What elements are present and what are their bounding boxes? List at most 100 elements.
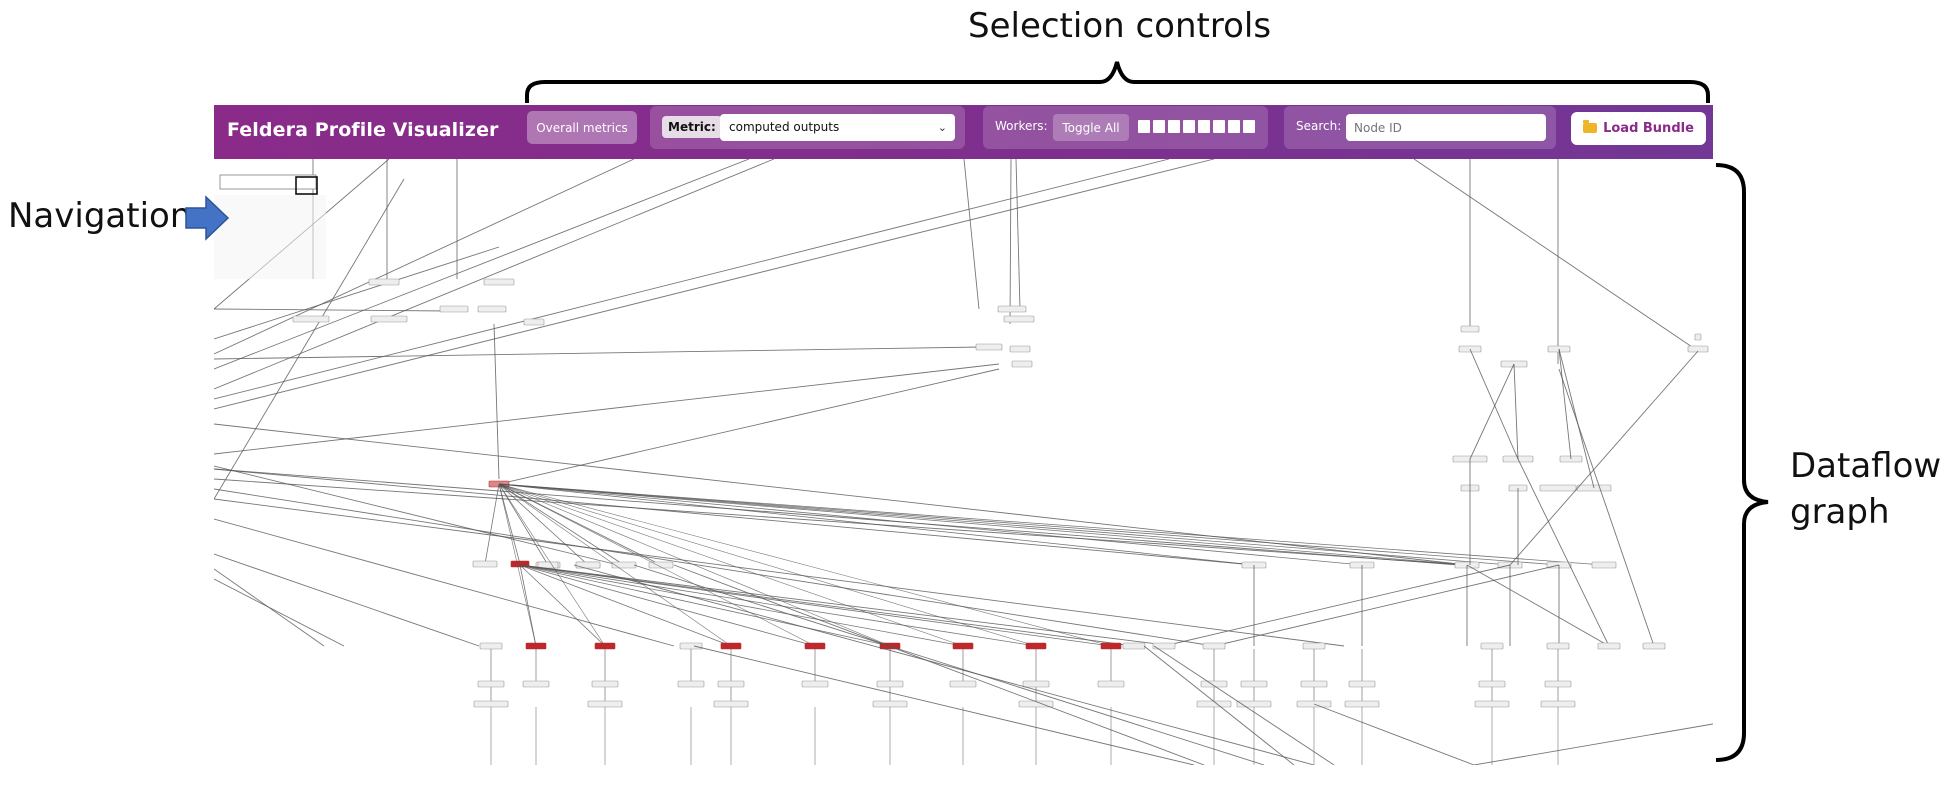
graph-node[interactable] [472,560,498,568]
graph-node[interactable] [537,561,559,569]
worker-checkbox[interactable] [1213,120,1225,133]
graph-node[interactable] [370,315,408,323]
worker-checkbox[interactable] [1153,120,1165,133]
graph-edge [1163,564,1511,647]
graph-node[interactable] [292,315,330,323]
graph-node[interactable] [522,680,550,688]
graph-edge [498,483,549,566]
graph-node[interactable] [1100,642,1122,650]
graph-edge [214,498,1345,647]
workers-group: Workers: Toggle All [983,106,1268,149]
metric-select[interactable]: computed outputs ⌄ [720,114,955,141]
graph-node[interactable] [1642,642,1666,650]
minimap-frame [219,174,317,190]
graph-node[interactable] [713,700,749,708]
graph-edge [498,483,1605,566]
graph-node[interactable] [1474,700,1510,708]
graph-edge [573,564,1315,765]
graph-edge [214,308,450,312]
graph-node[interactable] [872,700,908,708]
graph-edge [633,564,1265,765]
graph-node[interactable] [679,642,703,650]
graph-node[interactable] [1478,680,1506,688]
graph-node[interactable] [477,305,507,313]
worker-checkbox[interactable] [1183,120,1195,133]
graph-node[interactable] [1240,680,1268,688]
graph-node[interactable] [523,318,545,326]
load-bundle-label: Load Bundle [1603,121,1694,136]
graph-node[interactable] [997,305,1027,313]
graph-node[interactable] [677,680,705,688]
graph-node[interactable] [594,642,616,650]
graph-node[interactable] [1348,680,1376,688]
workers-label: Workers: [995,119,1048,133]
graph-node[interactable] [1152,642,1176,650]
graph-node[interactable] [473,700,509,708]
worker-checkbox[interactable] [1228,120,1240,133]
toolbar: Feldera Profile Visualizer Overall metri… [214,105,1713,159]
graph-node[interactable] [1540,700,1576,708]
overall-metrics-button[interactable]: Overall metrics [527,111,637,144]
graph-node[interactable] [587,700,623,708]
graph-node[interactable] [876,680,904,688]
graph-node[interactable] [1480,642,1504,650]
graph-node[interactable] [1022,680,1050,688]
graph-edge [519,564,1037,647]
graph-node[interactable] [1122,642,1146,650]
graph-edge [498,483,1112,647]
graph-node[interactable] [949,680,977,688]
graph-node[interactable] [1011,360,1033,368]
navigation-minimap[interactable] [214,159,326,279]
graph-node[interactable] [611,561,637,569]
graph-node[interactable] [368,278,400,286]
graph-node[interactable] [1302,642,1326,650]
dataflow-graph-brace [1715,163,1769,762]
graph-node[interactable] [1694,333,1702,341]
graph-node[interactable] [1009,345,1031,353]
worker-checkbox[interactable] [1243,120,1255,133]
graph-node[interactable] [1687,345,1709,353]
load-bundle-button[interactable]: Load Bundle [1571,112,1706,145]
graph-node[interactable] [720,642,742,650]
graph-node[interactable] [479,642,503,650]
graph-node[interactable] [1539,484,1577,492]
graph-node[interactable] [801,680,829,688]
graph-node[interactable] [1025,642,1047,650]
toggle-all-button[interactable]: Toggle All [1053,114,1129,141]
graph-node[interactable] [648,561,674,569]
graph-node[interactable] [1344,700,1380,708]
graph-node[interactable] [525,642,547,650]
graph-node[interactable] [1544,680,1572,688]
graph-node[interactable] [1300,680,1328,688]
graph-edge [963,159,980,310]
minimap-viewport[interactable] [295,176,318,195]
graph-node[interactable] [1591,561,1617,569]
graph-edge [498,483,1511,566]
graph-node[interactable] [804,642,826,650]
graph-node[interactable] [1597,642,1621,650]
graph-node[interactable] [439,305,469,313]
graph-edge [519,564,816,647]
worker-checkbox[interactable] [1198,120,1210,133]
worker-checkbox[interactable] [1168,120,1180,133]
worker-checkbox[interactable] [1138,120,1150,133]
graph-node[interactable] [591,680,619,688]
search-input[interactable] [1346,114,1546,141]
graph-node[interactable] [1460,325,1480,333]
graph-node[interactable] [975,343,1003,351]
graph-node[interactable] [1546,642,1570,650]
graph-edge [1513,363,1519,460]
selection-controls-brace [525,61,1710,103]
graph-node[interactable] [717,680,745,688]
graph-node[interactable] [1003,315,1035,323]
dataflow-graph[interactable] [214,159,1713,765]
search-group: Search: [1284,106,1556,149]
graph-node[interactable] [1202,642,1226,650]
graph-edge [498,483,606,647]
graph-node[interactable] [483,278,515,286]
graph-node[interactable] [952,642,974,650]
graph-edge [493,323,500,480]
graph-node[interactable] [477,680,505,688]
graph-node[interactable] [1097,680,1125,688]
graph-node[interactable] [575,561,601,569]
